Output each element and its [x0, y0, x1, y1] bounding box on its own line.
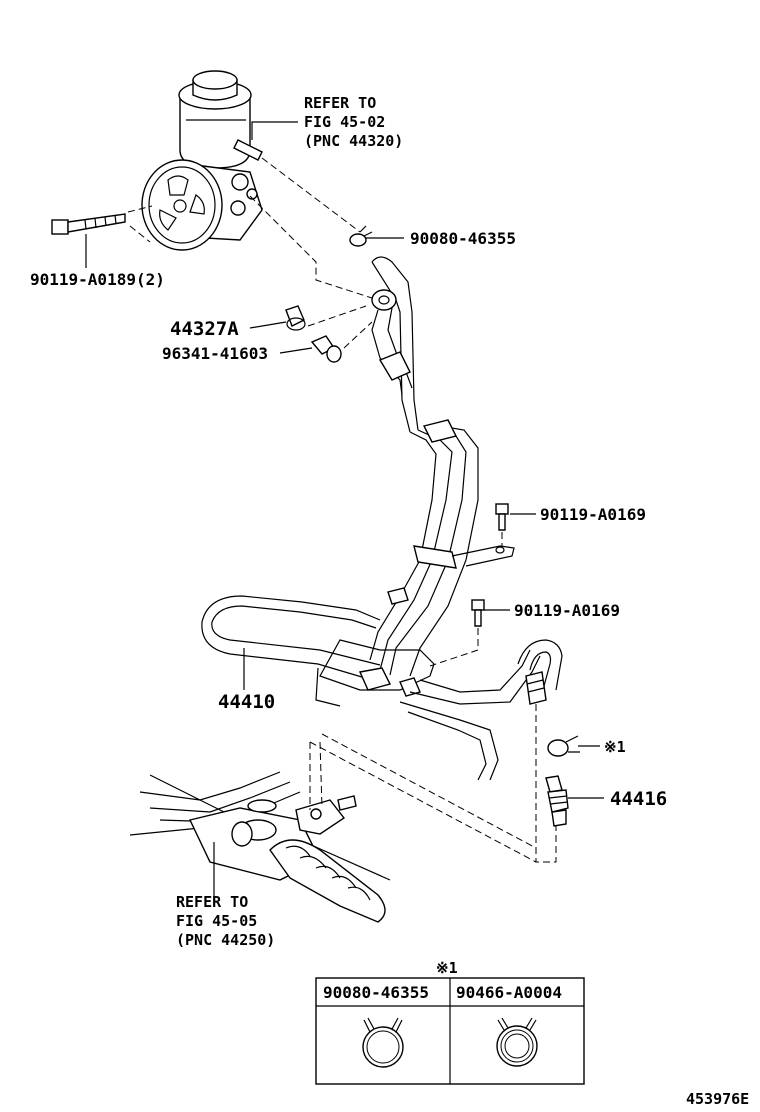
pressure-tube-assembly [201, 256, 563, 781]
refer-gear-line-3: (PNC 44250) [176, 931, 275, 949]
note-table-col-1: 90080-46355 [323, 983, 429, 1002]
return-hose [545, 775, 569, 827]
bracket-bolt-2 [471, 599, 485, 627]
return-hose-fitting [525, 671, 547, 705]
callout-bolt-bracket-1: 90119-A0169 [540, 505, 646, 524]
refer-pump-line-3: (PNC 44320) [304, 132, 403, 150]
figure-code: 453976E [686, 1090, 749, 1108]
hose-clamp-lower [547, 735, 580, 757]
callout-union-bolt: 96341-41603 [162, 344, 268, 363]
refer-pump-line-1: REFER TO [304, 94, 376, 112]
refer-gear-line-2: FIG 45-05 [176, 912, 257, 930]
union-gasket [285, 305, 306, 331]
refer-pump-line-2: FIG 45-02 [304, 113, 385, 131]
pump-bolt [51, 213, 126, 235]
hose-clamp-upper [349, 225, 373, 247]
callout-bolt-pump: 90119-A0189(2) [30, 270, 165, 289]
clamp-type-2-icon [496, 1017, 538, 1067]
bracket-bolt-1 [495, 503, 509, 531]
callout-clamp-note: ※1 [604, 738, 626, 756]
clamp-note-table: ※1 90080-46355 90466-A0004 [315, 959, 585, 1085]
callout-return-hose: 44416 [610, 788, 667, 810]
callout-bolt-bracket-2: 90119-A0169 [514, 601, 620, 620]
callout-clamp-upper: 90080-46355 [410, 229, 516, 248]
note-table-col-2: 90466-A0004 [456, 983, 562, 1002]
note-table-mark: ※1 [436, 959, 458, 977]
clamp-type-1-icon [362, 1017, 404, 1068]
power-steering-pump [141, 70, 263, 251]
union-bolt [310, 335, 342, 363]
steering-gear-housing [129, 771, 391, 923]
callout-union-gasket: 44327A [170, 318, 239, 340]
refer-gear-line-1: REFER TO [176, 893, 248, 911]
leader-lines [85, 121, 604, 902]
callout-tube-assembly: 44410 [218, 691, 275, 713]
